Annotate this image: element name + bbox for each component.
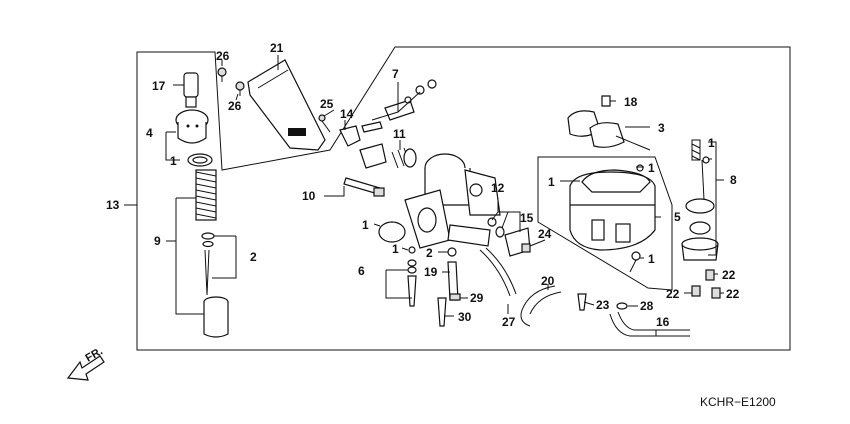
part-22-screws (691, 269, 721, 299)
part-6-screw-spring (407, 246, 417, 307)
label-9: 9 (154, 234, 161, 248)
part-1-gasket-chamber (581, 169, 651, 193)
label-1-gasket: 1 (548, 175, 555, 189)
part-20-hose (520, 285, 562, 327)
label-17: 17 (152, 79, 166, 93)
part-2-clip (201, 232, 215, 248)
part-1-small-screw-chamber (636, 164, 644, 172)
label-21: 21 (270, 41, 284, 55)
label-19: 19 (424, 265, 438, 279)
label-14: 14 (340, 107, 354, 121)
label-26-lower: 26 (228, 99, 242, 113)
part-18-float-valve (601, 95, 611, 107)
label-4: 4 (146, 126, 153, 140)
label-25: 25 (320, 97, 334, 111)
throttle-valve (203, 296, 229, 338)
part-23-screw (577, 293, 587, 311)
label-12: 12 (491, 181, 505, 195)
part-1-o-ring-body (378, 221, 406, 243)
part-1-washer-left (187, 153, 213, 167)
label-1-drain: 1 (648, 252, 655, 266)
label-27: 27 (502, 315, 516, 329)
part-11-spring-assembly (359, 143, 417, 169)
part-1-small-screw-right (702, 156, 710, 164)
label-30: 30 (458, 310, 472, 324)
label-22-c: 22 (726, 287, 740, 301)
label-22-a: 22 (722, 268, 736, 282)
label-1-o-ring: 1 (362, 218, 369, 232)
label-5: 5 (674, 210, 681, 224)
part-24-bolt (521, 243, 531, 253)
label-23: 23 (596, 298, 610, 312)
front-direction-arrow: FR. (66, 345, 105, 381)
part-4-cap-assembly (175, 109, 209, 144)
leader-lines (124, 55, 724, 336)
label-13: 13 (106, 198, 120, 212)
part-25-bolt (318, 114, 331, 133)
part-21-bracket (247, 59, 326, 151)
part-26-screws (217, 67, 245, 96)
label-2-clip: 2 (250, 250, 257, 264)
label-2-mid: 2 (426, 246, 433, 260)
part-10-screw (343, 177, 385, 197)
part-7-linkage-set (361, 79, 437, 133)
label-29: 29 (470, 291, 484, 305)
part-1-drain-screw (629, 251, 641, 273)
label-20: 20 (541, 274, 555, 288)
part-16-hose (609, 311, 690, 337)
label-6: 6 (358, 264, 365, 278)
label-1-chamber-screw: 1 (648, 161, 655, 175)
label-16: 16 (656, 315, 670, 329)
label-28: 28 (640, 299, 654, 313)
label-11: 11 (393, 127, 406, 141)
part-28-clip (616, 302, 628, 310)
jet-needle (204, 249, 210, 296)
label-1-right: 1 (708, 136, 715, 150)
part-2-washer-mid (447, 247, 457, 257)
label-3: 3 (658, 121, 665, 135)
part-14-lever (339, 125, 361, 147)
carburetor-body (404, 153, 501, 249)
label-1-washer: 1 (170, 154, 177, 168)
part-3-float (567, 110, 651, 151)
label-22-b: 22 (666, 287, 680, 301)
part-30-needle (437, 297, 447, 327)
label-8: 8 (730, 173, 737, 187)
label-18: 18 (624, 95, 638, 109)
part-27-tube (479, 247, 517, 297)
label-26-top: 26 (216, 49, 230, 63)
part-29-screw (449, 293, 461, 301)
part-8-diaphragm-assembly (681, 139, 719, 261)
callout-labels: 26 26 21 17 4 1 13 9 2 25 14 7 11 10 1 1… (106, 41, 740, 329)
label-1-screw-mid: 1 (392, 242, 399, 256)
label-15: 15 (520, 211, 534, 225)
label-24: 24 (538, 227, 552, 241)
label-7: 7 (392, 67, 399, 81)
label-10: 10 (302, 189, 316, 203)
part-9-spring (195, 169, 217, 221)
part-17-top-cap (183, 72, 199, 108)
assembly-frame (136, 46, 791, 351)
diagram-code: KCHR−E1200 (700, 395, 776, 409)
